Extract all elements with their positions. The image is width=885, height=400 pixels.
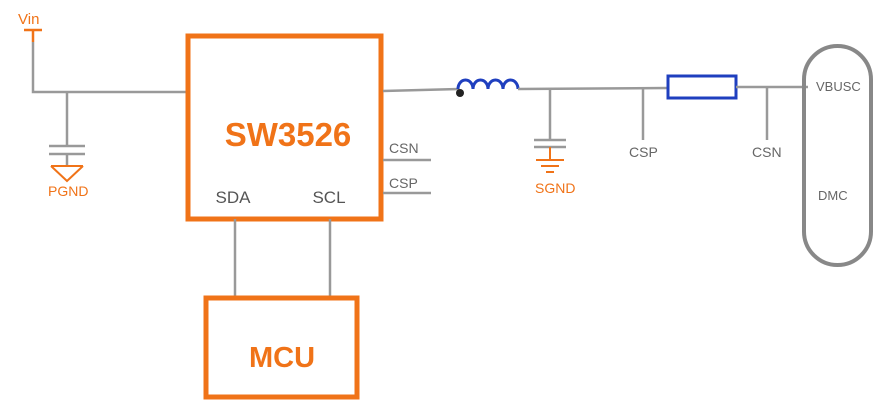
usb-c-connector: [802, 44, 873, 267]
pgnd-ground-symbol: [50, 165, 84, 183]
mcu-block: [203, 295, 360, 400]
scl-pin-label: SCL: [312, 188, 345, 207]
output-capacitor: [534, 138, 566, 149]
vin-label: Vin: [18, 11, 39, 28]
dmc-label: DMC: [818, 188, 848, 203]
vbusc-label: VBUSC: [816, 79, 861, 94]
sw3526-chip: [185, 33, 384, 222]
input-capacitor: [49, 144, 85, 156]
sw-output-wire: [382, 87, 460, 93]
sgnd-label: SGND: [535, 180, 575, 196]
csn-node-label: CSN: [752, 144, 782, 160]
inductor-dot: [456, 89, 464, 97]
inductor-to-sense-wire: [517, 86, 669, 91]
chip-name: SW3526: [225, 116, 352, 153]
vin-wire: [31, 42, 188, 94]
csp-node-label: CSP: [629, 144, 658, 160]
sense-resistor: [666, 74, 738, 100]
pgnd-label: PGND: [48, 183, 88, 199]
sda-pin-label: SDA: [216, 188, 252, 207]
inductor: [456, 78, 520, 90]
vin-terminal: [24, 28, 42, 42]
sgnd-ground-symbol: [536, 159, 564, 173]
mcu-label: MCU: [249, 342, 315, 374]
chip-csn-label: CSN: [389, 140, 419, 156]
chip-csp-label: CSP: [389, 175, 418, 191]
